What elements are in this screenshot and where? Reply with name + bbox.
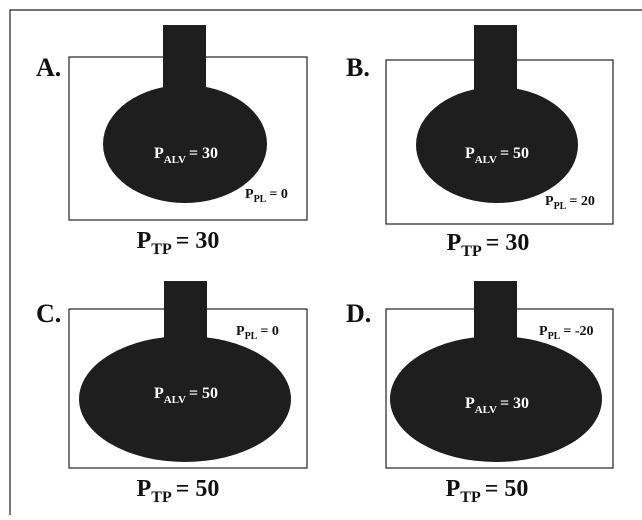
lung <box>79 336 291 462</box>
outer-frame <box>9 9 642 515</box>
panel-d: D. PALV= 30 PPL= -20 PTP= 50 <box>346 281 614 506</box>
panel-label: B. <box>346 53 370 82</box>
lung <box>103 85 267 203</box>
alveolar-pressure-label: PALV= 50 <box>465 145 529 166</box>
transpulmonary-pressure-label: PTP= 50 <box>446 476 529 506</box>
panel-label: A. <box>36 53 61 82</box>
panel-label: D. <box>346 299 371 328</box>
lung <box>416 87 578 203</box>
transpulmonary-pressure-label: PTP= 50 <box>137 476 220 506</box>
panel-b: B. PALV= 50 PPL= 20 PTP= 30 <box>346 25 614 260</box>
pleural-pressure-label: PPL= 0 <box>236 324 279 342</box>
panel-label: C. <box>36 299 61 328</box>
panel-a: A. PALV= 30 PPL= 0 PTP= 30 <box>36 25 308 258</box>
pleural-pressure-label: PPL= 0 <box>245 187 288 205</box>
transpulmonary-pressure-label: PTP= 30 <box>447 230 530 260</box>
alveolar-pressure-label: PALV= 30 <box>465 395 529 416</box>
alveolar-pressure-label: PALV= 50 <box>154 385 218 406</box>
pleural-pressure-label: PPL= -20 <box>539 324 593 342</box>
transpulmonary-pressure-label: PTP= 30 <box>137 228 220 258</box>
panel-c: C. PALV= 50 PPL= 0 PTP= 50 <box>36 281 308 506</box>
alveolar-pressure-label: PALV= 30 <box>154 145 218 166</box>
lung <box>390 336 602 462</box>
pleural-pressure-label: PPL= 20 <box>545 194 595 212</box>
